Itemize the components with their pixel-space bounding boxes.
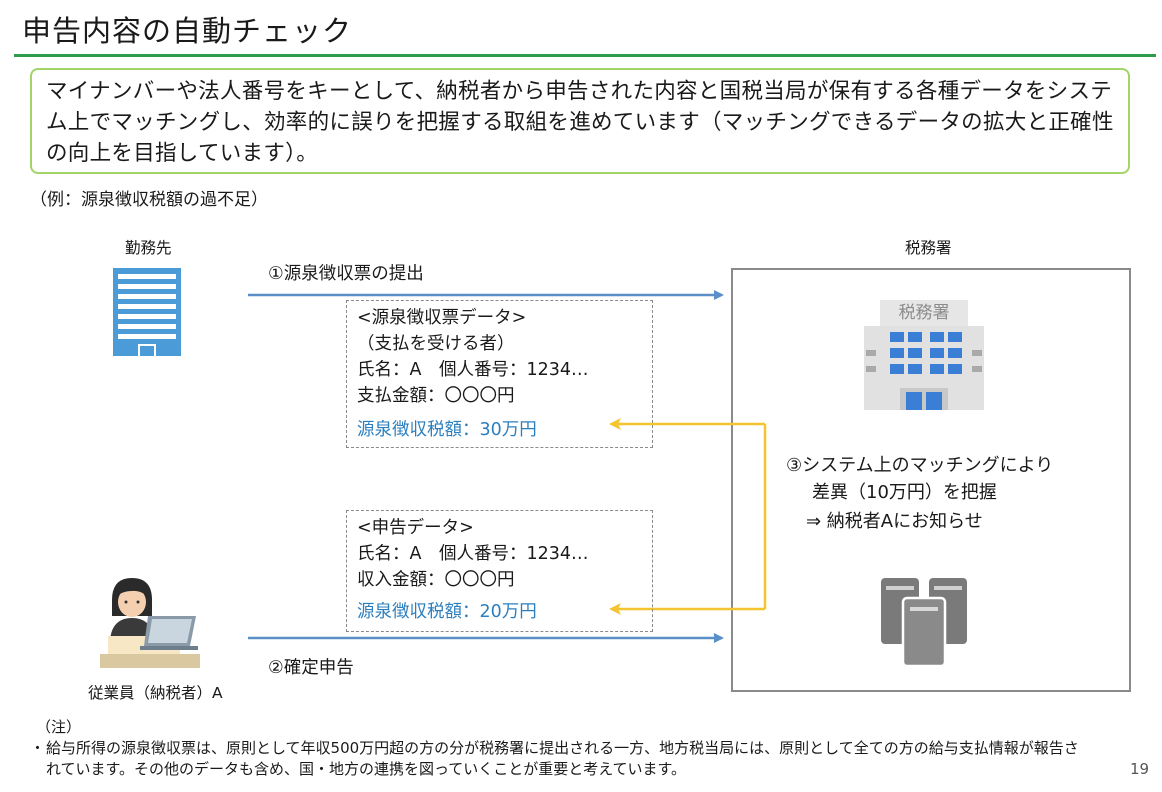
matching-line-2: 差異（10万円）を把握: [812, 482, 997, 503]
matching-text: ③システム上のマッチングにより 差異（10万円）を把握 ⇒ 納税者Aにお知らせ: [786, 452, 1053, 535]
matching-line-1: ③システム上のマッチングにより: [786, 455, 1054, 476]
withholding-name-line: 氏名：A 個人番号：1234…: [357, 360, 589, 380]
tax-office-sign: 税務署: [898, 303, 950, 323]
summary-text: マイナンバーや法人番号をキーとして、納税者から申告された内容と国税当局が保有する…: [46, 79, 1114, 166]
final-return-label: ②確定申告: [268, 658, 354, 678]
example-label: （例：源泉徴収税額の過不足）: [30, 190, 268, 210]
office-building-icon: [113, 268, 181, 356]
title-rule: [14, 54, 1156, 57]
page-title: 申告内容の自動チェック: [22, 14, 353, 48]
note-text: 給与所得の源泉徴収票は、原則として年収500万円超の方の分が税務署に提出される一…: [46, 739, 1079, 778]
employee-label: 従業員（納税者）A: [88, 684, 223, 702]
page-number: 19: [1130, 760, 1150, 778]
return-tax-line: 源泉徴収税額：20万円: [357, 602, 537, 622]
tax-office-frame: [731, 268, 1131, 692]
return-income-line: 収入金額：〇〇〇円: [357, 570, 515, 590]
withholding-data-box: <源泉徴収票データ> （支払を受ける者） 氏名：A 個人番号：1234… 支払金…: [346, 300, 653, 448]
return-data-box: <申告データ> 氏名：A 個人番号：1234… 収入金額：〇〇〇円 源泉徴収税額…: [346, 510, 653, 632]
person-at-laptop-icon: [100, 578, 200, 668]
withholding-data-sub: （支払を受ける者）: [357, 334, 515, 354]
summary-box: マイナンバーや法人番号をキーとして、納税者から申告された内容と国税当局が保有する…: [30, 68, 1130, 174]
note-body: ・ 給与所得の源泉徴収票は、原則として年収500万円超の方の分が税務署に提出され…: [30, 738, 1090, 780]
note-bullet: ・: [30, 739, 46, 757]
return-data-header: <申告データ>: [357, 518, 474, 538]
withholding-data-header: <源泉徴収票データ>: [357, 308, 527, 328]
return-name-line: 氏名：A 個人番号：1234…: [357, 544, 589, 564]
tax-office-label: 税務署: [905, 239, 952, 257]
withholding-amount-line: 支払金額：〇〇〇円: [357, 386, 515, 406]
note-heading: （注）: [36, 718, 82, 736]
withholding-tax-line: 源泉徴収税額：30万円: [357, 420, 537, 440]
employer-label: 勤務先: [125, 239, 172, 257]
submit-withholding-label: ①源泉徴収票の提出: [268, 264, 424, 284]
matching-line-3: ⇒ 納税者Aにお知らせ: [806, 511, 983, 532]
